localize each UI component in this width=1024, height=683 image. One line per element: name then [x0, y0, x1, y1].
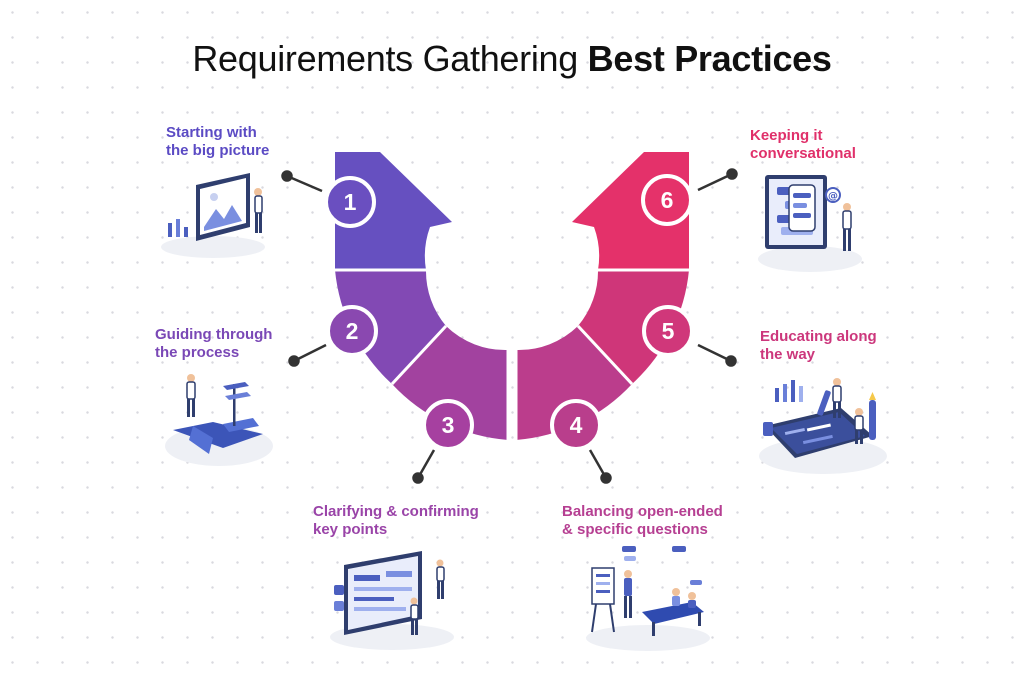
step-2-badge-circle — [326, 305, 378, 357]
step-1-label-line2: the big picture — [166, 142, 270, 159]
step-1-badge-number: 1 — [344, 189, 357, 215]
step-5-badge-number: 5 — [662, 318, 675, 344]
presentation-screen-illustration — [161, 173, 265, 258]
step-2-badge-number: 2 — [346, 318, 359, 344]
step-2-label-line1: Guiding through — [155, 326, 273, 343]
title-bold: Best Practices — [587, 38, 832, 79]
step-5-label-line1: Educating along — [760, 328, 877, 345]
step-2-badge: 2 — [326, 305, 378, 357]
title-regular: Requirements Gathering — [192, 38, 578, 79]
chat-messaging-illustration: @ — [758, 175, 862, 272]
step-6-badge-circle — [641, 174, 693, 226]
step-1-label-line1: Starting with — [166, 124, 257, 141]
step-1-badge: 1 — [324, 176, 376, 228]
step-6-badge-number: 6 — [661, 187, 674, 213]
step-2-label: Guiding through the process — [155, 326, 272, 362]
arc-dividers — [335, 268, 689, 440]
step-4-label-line2: & specific questions — [562, 521, 708, 538]
crossroads-signpost-illustration — [165, 374, 273, 466]
step-4-badge-circle — [550, 399, 602, 451]
step-6-badge: 6 — [641, 174, 693, 226]
step-4-badge-number: 4 — [570, 412, 583, 438]
svg-text:@: @ — [828, 191, 838, 202]
step-2-label-line2: the process — [155, 344, 240, 361]
step-badges: 1 2 3 4 5 6 — [324, 174, 694, 451]
step-5-label-line2: the way — [760, 346, 816, 363]
step-3-label-line1: Clarifying & confirming — [313, 503, 479, 520]
step-6-label-line2: conversational — [750, 145, 856, 162]
step-5-label: Educating along the way — [760, 328, 877, 364]
step-4-label-line1: Balancing open-ended — [562, 503, 723, 520]
step-3-badge-circle — [422, 399, 474, 451]
connector-lines — [281, 168, 738, 484]
page-title: Requirements Gathering Best Practices — [0, 38, 1024, 80]
step-3-badge: 3 — [422, 399, 474, 451]
step-3-label-line2: key points — [313, 521, 388, 538]
step-1-label: Starting with the big picture — [166, 124, 269, 160]
step-6-label: Keeping it conversational — [750, 127, 856, 163]
dashboard-review-illustration — [330, 551, 454, 650]
step-4-label: Balancing open-ended & specific question… — [562, 503, 723, 539]
meeting-questions-illustration — [586, 546, 710, 651]
step-6-label-line1: Keeping it — [750, 127, 823, 144]
step-4-badge: 4 — [550, 399, 602, 451]
blueprint-teaching-illustration — [759, 378, 887, 474]
step-3-label: Clarifying & confirming key points — [313, 503, 479, 539]
step-5-badge-circle — [642, 305, 694, 357]
step-3-badge-number: 3 — [442, 412, 455, 438]
step-1-badge-circle — [324, 176, 376, 228]
step-5-badge: 5 — [642, 305, 694, 357]
